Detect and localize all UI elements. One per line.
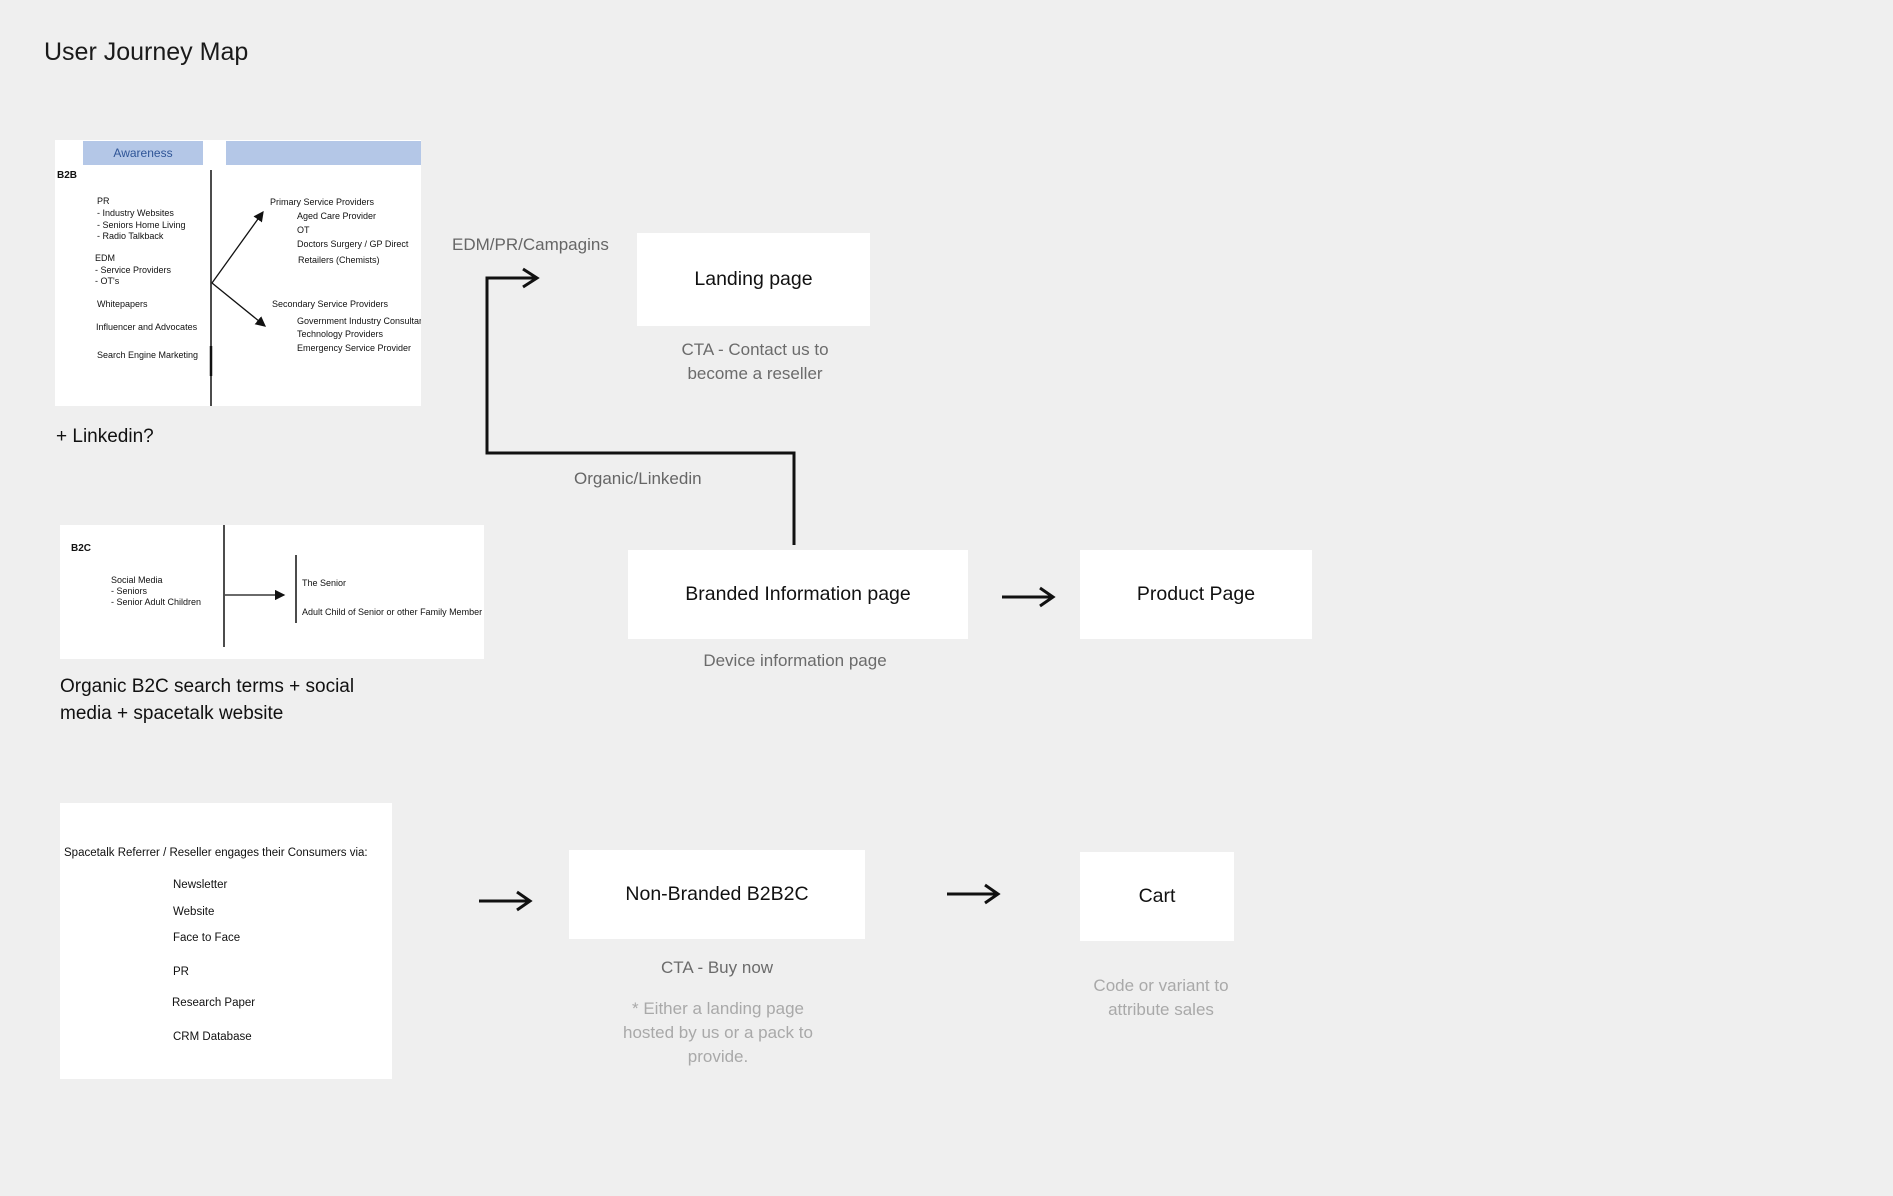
landing-page-caption-line: become a reseller [687,364,823,383]
non-branded-note: * Either a landing page hosted by us or … [598,997,838,1069]
secondary-item: Emergency Service Provider [297,343,412,353]
b2b-linkedin-note: + Linkedin? [56,426,154,447]
b2b-item: - Industry Websites [97,208,174,218]
primary-heading: Primary Service Providers [270,197,375,207]
cart-note-line: attribute sales [1108,1000,1214,1019]
b2b-item: Whitepapers [97,299,148,309]
b2b-item: EDM [95,253,115,263]
b2b-segment-label: B2B [57,170,78,181]
b2c-organic-note: Organic B2C search terms + social media … [60,673,354,727]
b2b-item: PR [97,196,110,206]
reseller-channel: Face to Face [173,932,241,944]
organic-flow-label: Organic/Linkedin [574,469,702,488]
reseller-heading: Spacetalk Referrer / Reseller engages th… [64,847,368,859]
non-branded-note-line: * Either a landing page [631,999,805,1018]
landing-page-caption: CTA - Contact us to become a reseller [640,338,870,386]
reseller-channel: Website [173,906,215,918]
b2c-item: Social Media [111,575,163,585]
secondary-item: Technology Providers [297,329,384,339]
b2c-audience: Adult Child of Senior or other Family Me… [302,607,483,617]
cart-note-line: Code or variant to [1093,976,1229,995]
awareness-header: Awareness [83,141,203,165]
b2c-organic-note-line: media + spacetalk website [60,703,284,724]
nonbranded-to-cart-arrowhead [984,883,1001,905]
landing-page-caption-line: CTA - Contact us to [681,340,829,359]
b2b-item: Search Engine Marketing [97,350,199,360]
branded-to-product-arrowhead [1039,586,1056,608]
reseller-channel: PR [173,966,189,978]
b2b-item: - Seniors Home Living [97,220,186,230]
b2c-audience: The Senior [302,578,347,588]
primary-item: Doctors Surgery / GP Direct [297,239,409,249]
organic-flow-arrowhead [522,267,540,289]
non-branded-note-line: provide. [687,1047,749,1066]
primary-item: OT [297,225,310,235]
b2c-organic-note-line: Organic B2C search terms + social [60,676,355,697]
secondary-heading: Secondary Service Providers [272,299,389,309]
b2b-awareness-panel: Awareness B2B PR - Industry Websites - S… [55,140,421,406]
branded-information-page-card[interactable]: Branded Information page [628,550,968,639]
edm-flow-label: EDM/PR/Campagins [452,235,609,254]
non-branded-note-line: hosted by us or a pack to [623,1023,813,1042]
reseller-channel: CRM Database [173,1031,252,1043]
reseller-panel: Spacetalk Referrer / Reseller engages th… [60,803,392,1079]
b2b-item: Influencer and Advocates [96,322,198,332]
b2c-awareness-panel: B2C Social Media - Seniors - Senior Adul… [60,525,484,659]
non-branded-cta-caption: CTA - Buy now [660,958,774,977]
reseller-channel: Research Paper [172,997,256,1009]
non-branded-b2b2c-card[interactable]: Non-Branded B2B2C [569,850,865,939]
cart-note: Code or variant to attribute sales [1066,974,1256,1022]
b2b-item: - Radio Talkback [97,231,164,241]
landing-page-card[interactable]: Landing page [637,233,870,326]
awareness-header-blank [226,141,421,165]
product-page-card[interactable]: Product Page [1080,550,1312,639]
primary-item: Aged Care Provider [297,211,377,221]
b2c-item: - Seniors [111,586,148,596]
reseller-channel: Newsletter [173,879,228,891]
page-title: User Journey Map [44,38,249,66]
b2c-segment-label: B2C [71,543,92,554]
b2c-connector-lines [223,525,297,647]
b2c-item: - Senior Adult Children [111,597,202,607]
primary-item: Retailers (Chemists) [298,255,380,265]
branded-page-caption: Device information page [703,651,887,670]
reseller-to-nonbranded-arrowhead [516,890,533,912]
b2b-item: - Service Providers [95,265,172,275]
b2b-item: - OT's [95,276,120,286]
b2b-connector-lines [209,170,267,406]
secondary-item: Government Industry Consultants [297,316,421,326]
cart-card[interactable]: Cart [1080,852,1234,941]
